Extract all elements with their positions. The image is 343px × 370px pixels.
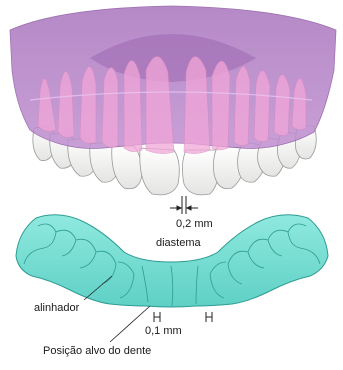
gap-measurement-marker	[170, 196, 198, 214]
target-position-label: Posição alvo do dente	[43, 346, 151, 357]
aligner-label: alinhador	[34, 303, 79, 314]
aligner-illustration	[16, 215, 328, 307]
offset-measurement-label: 0,1 mm	[145, 326, 182, 337]
target-position-pointer	[110, 306, 150, 342]
offset-measurement-marker-right	[206, 312, 212, 322]
gap-measurement-label: 0,2 mm	[176, 219, 213, 230]
diastema-label: diastema	[156, 238, 201, 249]
upper-jaw-illustration	[10, 6, 336, 195]
aligner-body	[16, 215, 328, 307]
offset-measurement-marker-left	[154, 312, 160, 322]
